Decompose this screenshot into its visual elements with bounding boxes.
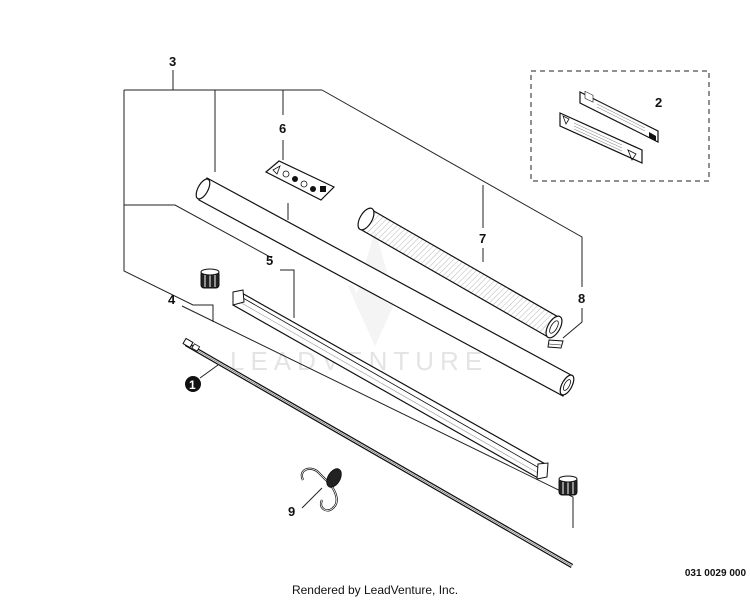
callout-9: 9 [288, 504, 295, 519]
part-8-tag [547, 339, 564, 349]
callout-1-badge: 1 [185, 376, 201, 392]
callout-3: 3 [169, 54, 176, 69]
part-9-hanger [300, 467, 342, 512]
part-7-grip-tube [357, 207, 563, 339]
callout-8: 8 [578, 291, 585, 306]
leader-lines [123, 70, 583, 528]
callout-5: 5 [266, 253, 273, 268]
part-5-liner [232, 289, 549, 480]
part-2-label-strips [559, 90, 659, 164]
part-4-bushing-bottom [558, 475, 578, 496]
part-4-bushing-top [200, 268, 220, 289]
callout-1: 1 [189, 378, 196, 392]
callout-6: 6 [279, 121, 286, 136]
callout-4: 4 [168, 292, 176, 307]
callout-2: 2 [655, 95, 662, 110]
part-3-tube [195, 177, 575, 397]
callout-7: 7 [479, 231, 486, 246]
footer-rendered-by: Rendered by LeadVenture, Inc. [291, 583, 459, 597]
part-1-drive-shaft [182, 337, 574, 568]
part-2-group-box [530, 70, 710, 182]
drawing-code: 031 0029 000 [684, 568, 746, 579]
part-6-label [264, 160, 336, 201]
